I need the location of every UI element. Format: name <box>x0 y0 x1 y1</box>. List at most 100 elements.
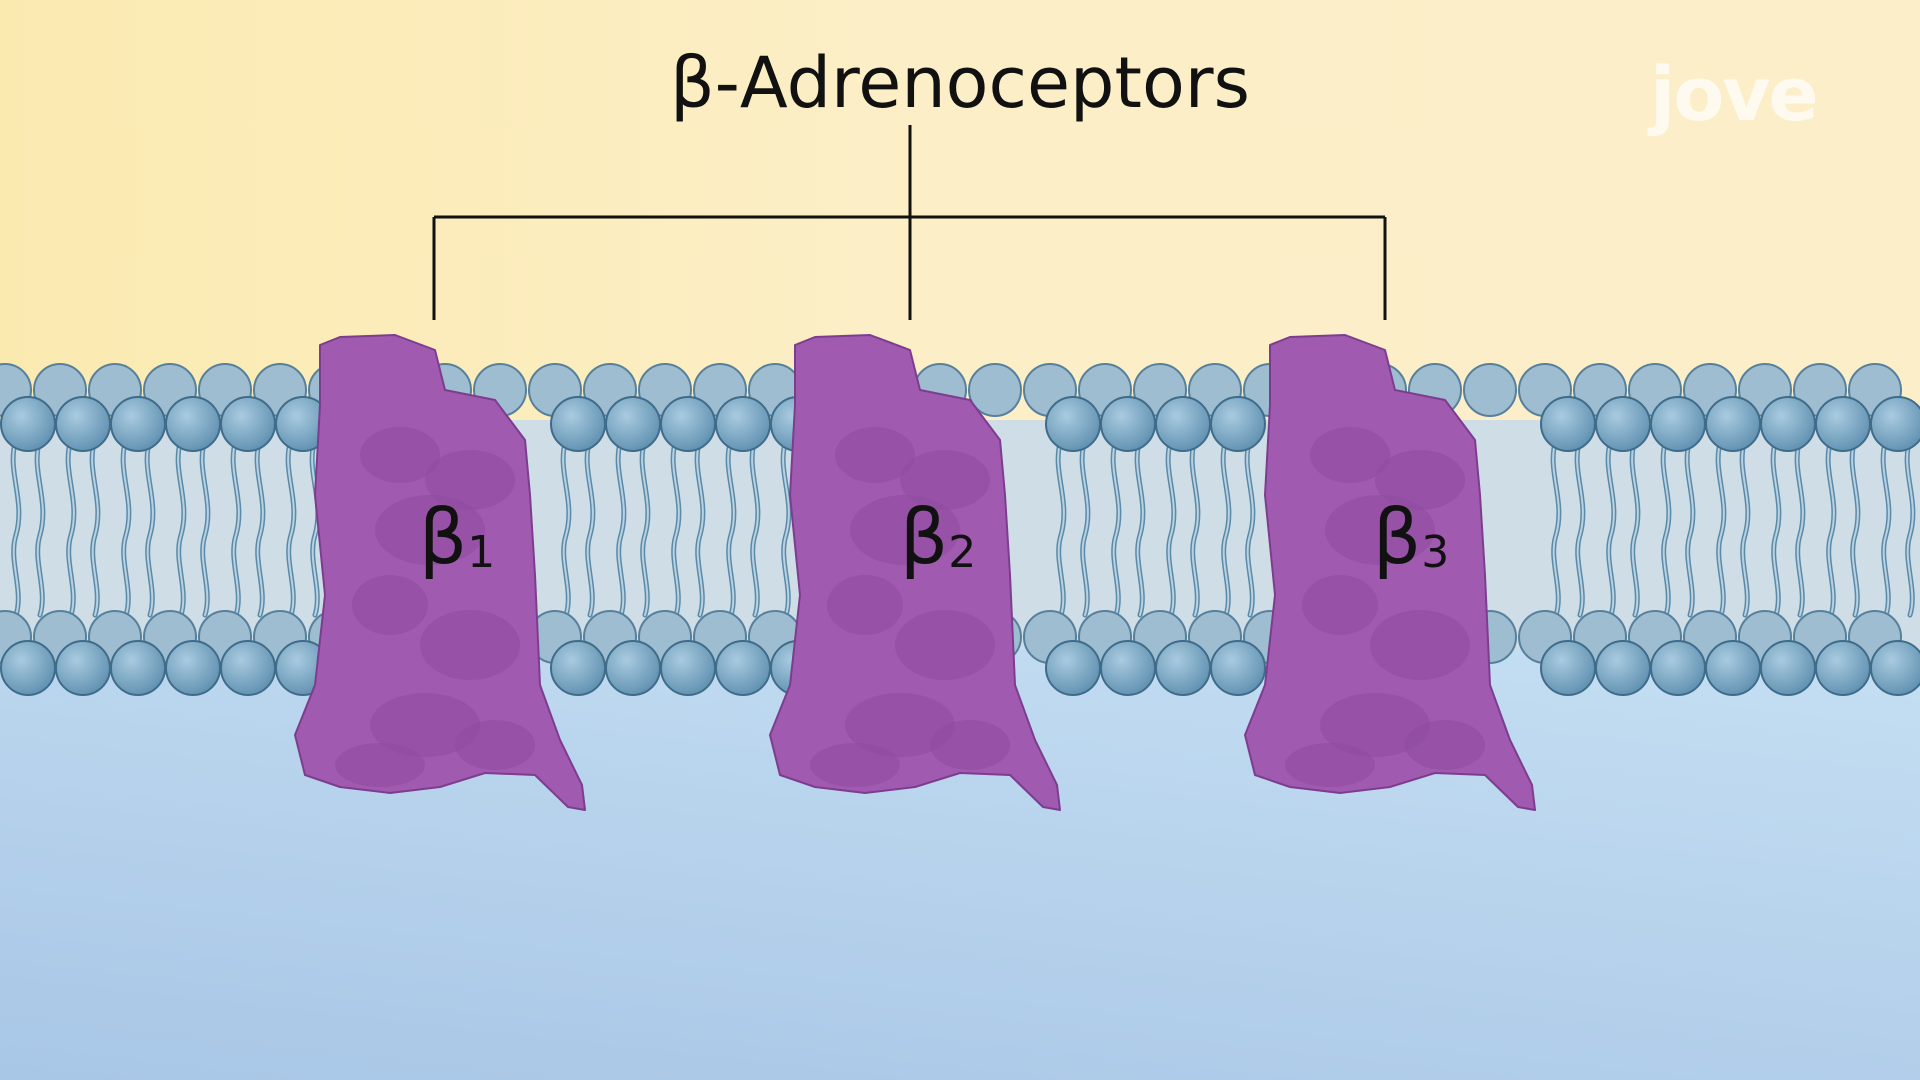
lipid-head-back <box>1463 363 1517 417</box>
lipid-tail-highlight <box>1882 439 1890 616</box>
lipid-head <box>550 396 606 452</box>
receptor-texture <box>360 427 440 483</box>
lipid-head <box>110 396 166 452</box>
lipid-tail-highlight <box>672 439 680 616</box>
lipid-head <box>55 396 111 452</box>
lipid-head <box>605 396 661 452</box>
lipid-head <box>1595 640 1651 696</box>
lipid-head <box>1760 640 1816 696</box>
receptor-texture <box>1320 693 1430 757</box>
lipid-head <box>1870 640 1920 696</box>
lipid-tail-highlight <box>1222 439 1230 616</box>
receptor-protein-beta3 <box>1244 334 1536 811</box>
receptor-texture <box>845 693 955 757</box>
lipid-tail-highlight <box>1607 439 1615 616</box>
lipid-heads-front-row <box>0 396 1920 696</box>
lipid-tail-highlight <box>1827 439 1835 616</box>
lipid-tail-highlight <box>1796 439 1804 616</box>
receptor-texture <box>827 575 903 635</box>
receptor-subscript: 3 <box>1421 527 1450 578</box>
lipid-head-back <box>968 363 1022 417</box>
diagram-title: β-Adrenoceptors <box>669 42 1251 124</box>
lipid-tails <box>10 437 1916 618</box>
lipid-tail-highlight <box>782 439 790 616</box>
lipid-head <box>1760 396 1816 452</box>
receptor-shape <box>1244 334 1536 811</box>
receptor-label-beta1: β1 <box>357 492 557 581</box>
lipid-tail-highlight <box>696 439 704 616</box>
lipid-tail-highlight <box>1112 439 1120 616</box>
receptor-texture <box>1302 575 1378 635</box>
lipid-tail-highlight <box>146 439 154 616</box>
lipid-head <box>220 396 276 452</box>
lipid-head <box>1705 396 1761 452</box>
lipid-tail-highlight <box>1081 439 1089 616</box>
receptor-symbol: β <box>1372 492 1422 581</box>
receptor-label-beta3: β3 <box>1311 492 1511 581</box>
lipid-tail-highlight <box>727 439 735 616</box>
lipid-head <box>1815 640 1871 696</box>
lipid-tail-highlight <box>67 439 75 616</box>
lipid-tail-highlight <box>617 439 625 616</box>
lipid-tail-highlight <box>232 439 240 616</box>
receptor-texture <box>1405 720 1485 770</box>
lipid-tail-highlight <box>1136 439 1144 616</box>
receptor-texture <box>370 693 480 757</box>
receptor-proteins <box>294 334 1536 811</box>
lipid-head <box>1100 640 1156 696</box>
lipid-tail-highlight <box>1851 439 1859 616</box>
lipid-tail-highlight <box>177 439 185 616</box>
lipid-tail-highlight <box>91 439 99 616</box>
lipid-head <box>1155 640 1211 696</box>
lipid-head <box>605 640 661 696</box>
lipid-tail-highlight <box>12 439 20 616</box>
receptor-texture <box>352 575 428 635</box>
lipid-tail-highlight <box>1741 439 1749 616</box>
receptor-texture <box>1310 427 1390 483</box>
lipid-tail-highlight <box>1772 439 1780 616</box>
lipid-tail-highlight <box>1167 439 1175 616</box>
lipid-head <box>165 396 221 452</box>
lipid-tail-highlight <box>1576 439 1584 616</box>
receptor-texture <box>335 743 425 787</box>
lipid-head <box>1815 396 1871 452</box>
lipid-head <box>550 640 606 696</box>
lipid-head <box>1650 640 1706 696</box>
receptor-texture <box>835 427 915 483</box>
lipid-head <box>660 640 716 696</box>
lipid-head <box>715 640 771 696</box>
lipid-head <box>1210 640 1266 696</box>
lipid-tail-highlight <box>1552 439 1560 616</box>
receptor-shape <box>294 334 586 811</box>
receptor-texture <box>425 450 515 510</box>
lipid-tail-highlight <box>256 439 264 616</box>
lipid-head <box>110 640 166 696</box>
lipid-tail-highlight <box>311 439 319 616</box>
lipid-head <box>1210 396 1266 452</box>
lipid-head <box>1540 640 1596 696</box>
lipid-head <box>1650 396 1706 452</box>
lipid-head <box>165 640 221 696</box>
receptor-texture <box>895 610 995 680</box>
lipid-tail-highlight <box>641 439 649 616</box>
lipid-tail-highlight <box>751 439 759 616</box>
lipid-tail-highlight <box>36 439 44 616</box>
receptor-texture <box>1370 610 1470 680</box>
lipid-tail-highlight <box>1631 439 1639 616</box>
receptor-texture <box>850 495 960 565</box>
lipid-head <box>1045 640 1101 696</box>
lipid-tail-highlight <box>1662 439 1670 616</box>
lipid-tail-highlight <box>586 439 594 616</box>
lipid-head <box>1595 396 1651 452</box>
lipid-head <box>715 396 771 452</box>
receptor-texture <box>420 610 520 680</box>
receptor-subscript: 1 <box>467 527 496 578</box>
lipid-tail-highlight <box>287 439 295 616</box>
lipid-head <box>55 640 111 696</box>
lipid-tail-highlight <box>201 439 209 616</box>
receptor-texture <box>810 743 900 787</box>
lipid-tail-highlight <box>1686 439 1694 616</box>
lipid-head <box>1045 396 1101 452</box>
receptor-texture <box>455 720 535 770</box>
